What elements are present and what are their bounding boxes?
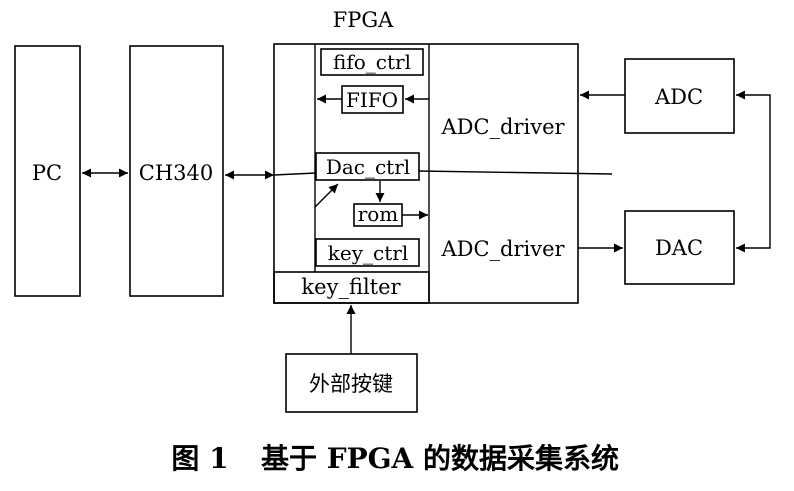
fpga-horizontal-link: [418, 170, 613, 175]
ch340-block: [129, 45, 224, 297]
adc-block: [624, 58, 735, 134]
dac-adc-loop: [736, 90, 771, 253]
fifo-ctrl-block: [320, 48, 424, 76]
pc-block: [14, 45, 81, 297]
external-key-label: 外部按键: [309, 372, 393, 396]
figure-number: 图 1: [171, 442, 228, 475]
rom-label: rom: [358, 202, 399, 226]
dac-label: DAC: [655, 236, 703, 260]
key-ctrl-label: key_ctrl: [328, 241, 408, 265]
pc-label: PC: [32, 161, 62, 185]
key-filter-label: key_filter: [301, 275, 401, 299]
key-to-dac-ctrl-arrow: [314, 183, 339, 208]
fpga-title: FPGA: [333, 8, 394, 32]
adc-label: ADC: [654, 85, 703, 109]
dac-block: [624, 210, 735, 285]
adc-driver-bottom-label: ADC_driver: [440, 237, 565, 261]
fifo-label: FIFO: [346, 88, 398, 112]
key-ctrl-block: [315, 238, 420, 267]
fifo-ctrl-label: fifo_ctrl: [333, 50, 411, 74]
dac-ctrl-label: Dac_ctrl: [326, 155, 410, 179]
ch340-label: CH340: [139, 161, 213, 185]
figure-caption: 基于 FPGA 的数据采集系统: [261, 442, 619, 475]
adc-driver-top-label: ADC_driver: [440, 115, 565, 139]
ch340-to-dac-ctrl-line: [273, 172, 317, 176]
fpga-block: [273, 43, 579, 304]
dac-ctrl-block: [315, 152, 420, 181]
key-filter-block: [273, 271, 430, 304]
